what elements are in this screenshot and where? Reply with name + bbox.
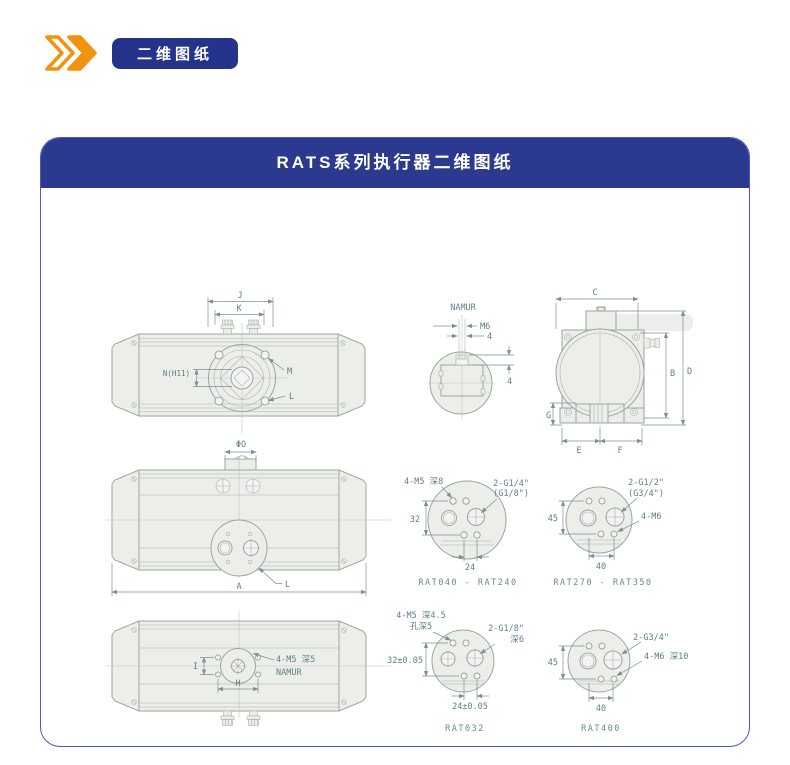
rat032-dim-v: 32±0.05 [387,656,423,666]
rat040-caption: RAT040 - RAT240 [418,578,517,588]
rat400-dim-h: 40 [596,704,606,714]
rat032-tap-label-2: 孔深5 [410,622,432,632]
dim-label-phi-o: ΦO [236,440,246,450]
dim-label-m6: M6 [480,322,490,332]
rat040-tap-label: 4-M5 深8 [404,477,443,487]
namur-title: NAMUR [450,303,476,313]
rat400-port-label: 2-G3/4" [633,633,669,643]
drawing-card: RATS系列执行器二维图纸 [40,137,750,747]
front-view-drawing: J K N(H11) M L [111,291,366,433]
drawing-canvas: J K N(H11) M L NAMUR M6 [41,188,749,746]
section-badge: 二维图纸 [112,37,239,69]
dim-label-i: I [193,662,198,672]
rat400-tap-label: 4-M6 深10 [644,652,688,662]
bottom-view-drawing: I H 4-M5 深5 NAMUR [105,611,391,726]
dim-label-c: C [592,288,597,298]
dim-label-f: F [617,446,622,456]
rat270-caption: RAT270 - RAT350 [553,578,652,588]
rat270-dim-v: 45 [548,514,558,524]
rat270-port-label-2: (G3/4") [628,489,664,499]
flange-rat032-drawing: 4-M5 深4.5 孔深5 2-G1/8" 深6 32±0.05 24±0.05… [387,611,524,734]
dim-label-d: D [687,367,692,377]
rat270-tap-label: 4-M6 [641,512,661,522]
double-chevron-icon [45,35,97,71]
dim-label-g: G [546,411,551,421]
flange-rat270-drawing: 2-G1/2" (G3/4") 4-M6 45 40 RAT270 - RAT3… [548,478,664,588]
dim-label-e: E [576,446,581,456]
rat040-port-label-1: 2-G1/4" [493,479,529,489]
rat400-dim-v: 45 [548,658,558,668]
dim-label-j: J [237,291,242,301]
bottom-namur-label: NAMUR [276,668,302,678]
card-title: RATS系列执行器二维图纸 [41,138,749,188]
flange-rat400-drawing: 2-G3/4" 4-M6 深10 45 40 RAT400 [548,629,688,734]
flange-rat040-drawing: 4-M5 深8 2-G1/4" (G1/8") 32 24 RAT040 - R… [404,477,529,588]
rat270-port-label-1: 2-G1/2" [628,478,664,488]
dim-label-k: K [236,304,242,314]
dim-label-b: B [670,369,675,379]
dim-label-width4: 4 [487,332,492,342]
rat032-dim-h: 24±0.05 [452,702,488,712]
rat032-tap-label-1: 4-M5 深4.5 [396,611,445,621]
dim-label-l: L [289,392,294,402]
rat040-dim-v: 32 [410,515,420,525]
dim-label-m: M [287,367,292,377]
rat270-dim-h: 40 [596,562,606,572]
rat040-dim-h: 24 [465,563,475,573]
rat032-port-label-2: 深6 [510,635,524,645]
rat032-caption: RAT032 [445,724,485,734]
side-view-drawing: C B D G E F [546,288,693,456]
page-header: 二维图纸 [0,0,790,73]
bottom-tap-label: 4-M5 深5 [276,655,315,665]
dim-label-l2: L [285,580,290,590]
dim-label-n: N(H11) [163,369,190,378]
rat400-caption: RAT400 [581,724,621,734]
top-view-drawing: ΦO L A [105,440,391,596]
dim-label-a: A [236,582,241,592]
rat040-port-label-2: (G1/8") [493,489,529,499]
dim-label-h: H [235,679,240,689]
rat032-port-label-1: 2-G1/8" [488,624,524,634]
dim-label-height4: 4 [507,377,512,387]
section-badge-label: 二维图纸 [137,45,214,63]
namur-detail-drawing: NAMUR M6 4 4 [428,303,514,419]
